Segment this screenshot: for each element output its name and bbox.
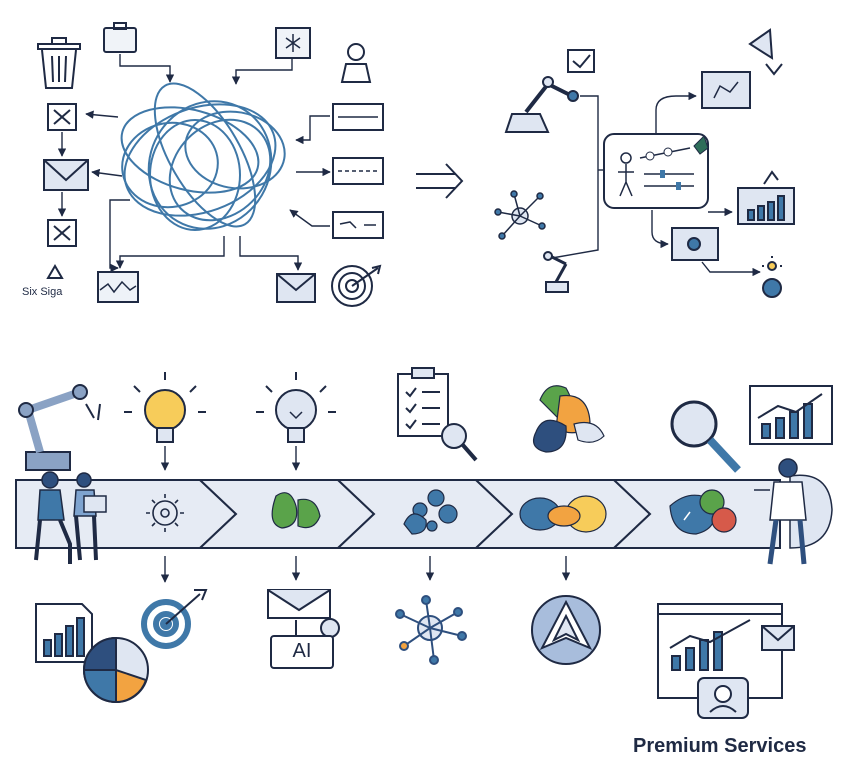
chart-icon xyxy=(737,170,795,225)
person-icon xyxy=(754,458,833,565)
pie-chart-icon xyxy=(82,636,149,704)
ai-box xyxy=(270,635,334,669)
flow-box xyxy=(332,103,384,239)
leaf-icon xyxy=(693,135,709,155)
sun-gear-icon xyxy=(146,494,184,532)
lightbulb-icon xyxy=(762,256,782,298)
overlap-icon xyxy=(533,385,605,453)
idea-box-icon xyxy=(671,227,719,261)
premium-services-label: Premium Services xyxy=(633,735,807,757)
connector-arrows xyxy=(160,446,571,583)
horn-icon xyxy=(748,28,783,76)
envelope-icon xyxy=(267,589,340,638)
bell-icon xyxy=(340,43,372,83)
presentation-icon xyxy=(701,71,751,109)
target-icon xyxy=(141,589,208,649)
network-icon xyxy=(494,190,546,240)
monitor-icon xyxy=(657,603,795,719)
overlap-icon xyxy=(669,489,737,535)
triangle-badge-icon xyxy=(531,595,601,665)
robot-arm-icon xyxy=(18,384,101,471)
envelope-icon xyxy=(276,273,316,303)
connector-arrows xyxy=(57,54,331,273)
network-icon xyxy=(395,595,467,665)
ai-label: AI xyxy=(292,640,312,662)
target-icon xyxy=(331,264,382,307)
envelope-icon xyxy=(43,159,89,191)
overlap-icon xyxy=(519,495,607,533)
magnifier-icon xyxy=(670,400,741,473)
lightbulb-icon xyxy=(256,372,336,443)
trash-icon xyxy=(37,37,81,89)
document-icon xyxy=(97,271,139,303)
pipeline-band xyxy=(15,479,781,549)
bubbles-icon xyxy=(403,489,458,535)
transition-arrow-icon xyxy=(416,163,464,199)
tangle-icon xyxy=(120,82,286,231)
triangle-icon xyxy=(46,264,64,279)
briefcase-icon xyxy=(103,22,137,53)
person-icon xyxy=(34,471,107,564)
connector-arrows xyxy=(651,91,761,277)
check-box-icon xyxy=(567,49,595,73)
clipboard-icon xyxy=(397,367,478,462)
cluster-icon xyxy=(271,492,321,529)
cross-box-icon xyxy=(47,103,77,247)
dashboard-icon xyxy=(603,133,709,209)
six-sigma-label: Six Siga xyxy=(22,286,63,298)
report-icon xyxy=(35,603,93,663)
shield-icon xyxy=(275,27,311,59)
lightbulb-icon xyxy=(124,372,206,443)
robot-arm-icon xyxy=(504,76,579,133)
chart-icon xyxy=(749,385,833,445)
